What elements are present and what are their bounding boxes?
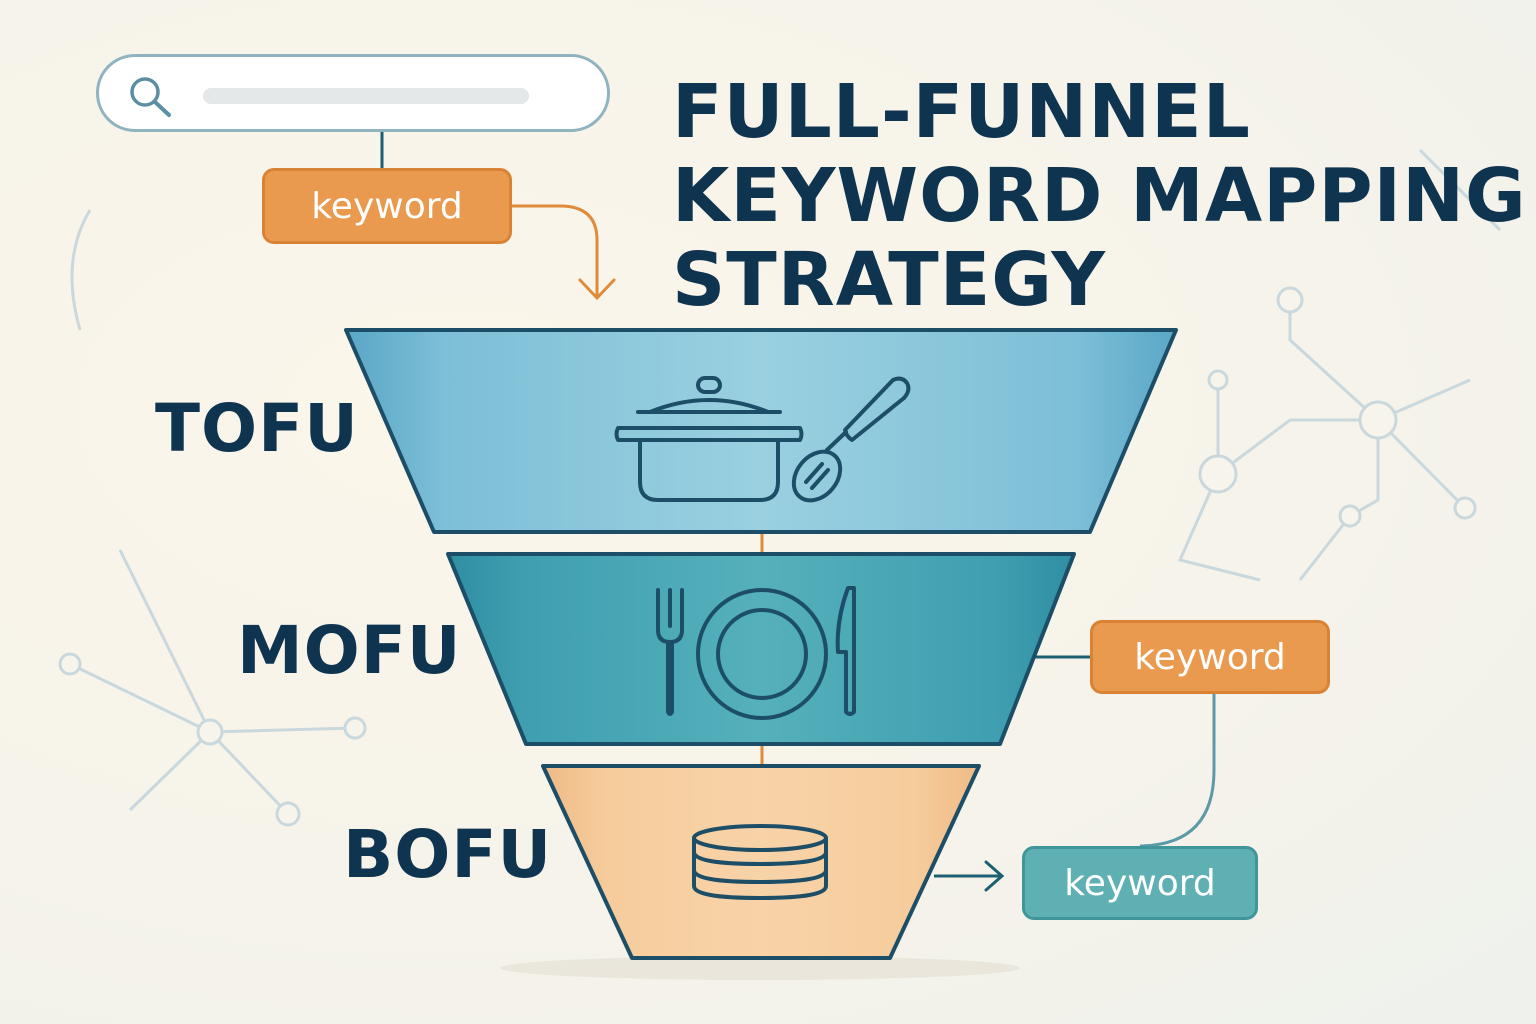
funnel-tofu-segment	[344, 328, 1178, 534]
stage-label-bofu: BOFU	[343, 816, 553, 893]
page-title: FULL-FUNNEL KEYWORD MAPPING STRATEGY	[672, 70, 1527, 322]
plate-fork-knife-icon	[656, 586, 856, 720]
keyword-tag-bofu[interactable]: keyword	[1022, 846, 1258, 920]
pot-and-spatula-icon	[614, 376, 911, 503]
title-line-2: KEYWORD MAPPING	[672, 153, 1527, 239]
pancake-stack-icon	[692, 824, 828, 901]
stage-label-tofu: TOFU	[155, 390, 359, 467]
search-icon	[130, 77, 171, 117]
search-bar[interactable]	[96, 54, 610, 132]
funnel-mofu-segment	[446, 552, 1076, 746]
keyword-tag-mofu[interactable]: keyword	[1090, 620, 1330, 694]
keyword-tag-search[interactable]: keyword	[262, 168, 512, 244]
stage-label-mofu: MOFU	[237, 612, 462, 689]
title-line-3: STRATEGY	[672, 237, 1107, 323]
title-line-1: FULL-FUNNEL	[672, 69, 1251, 155]
search-input-placeholder	[203, 88, 529, 104]
